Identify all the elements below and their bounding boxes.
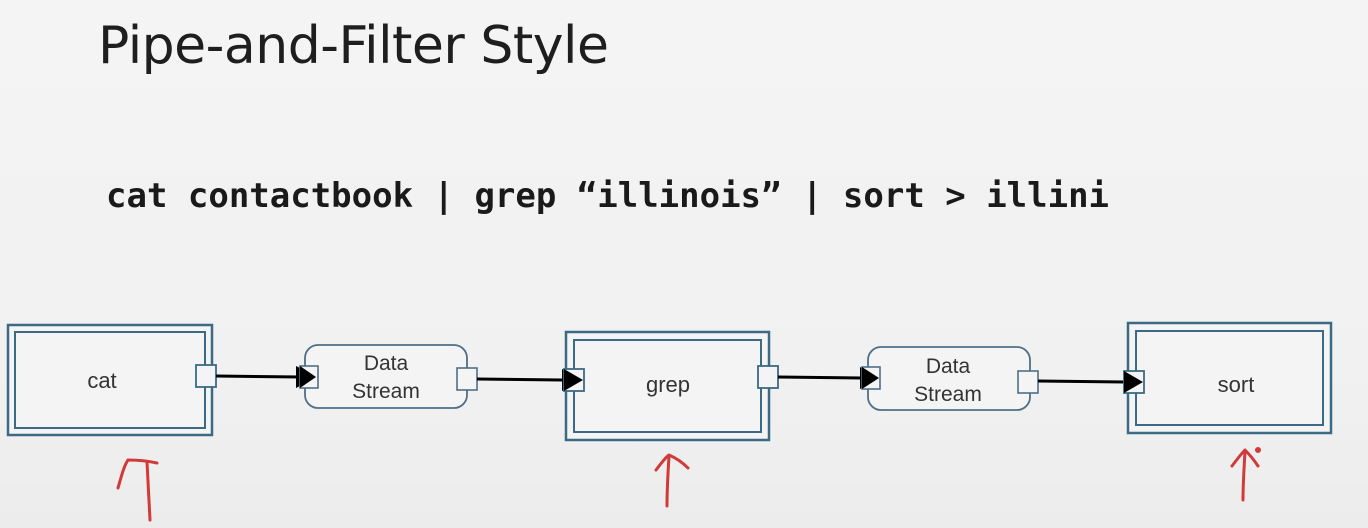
filter-grep: grep [563, 330, 779, 442]
pipe2-output-port [1017, 370, 1039, 394]
grep-output-port [757, 365, 779, 389]
pipe1-label-line1: Data [364, 352, 409, 375]
cat-output-port [195, 364, 217, 388]
pipe2-label-line1: Data [926, 355, 971, 378]
annotation-arrow-grep [654, 453, 690, 508]
pipe2-label-line2: Stream [914, 383, 982, 406]
filter-cat: cat [6, 323, 217, 437]
slide-title: Pipe-and-Filter Style [98, 16, 609, 76]
filter-grep-label: grep [646, 372, 690, 397]
pipe1-output-port [456, 367, 478, 391]
annotation-arrow-sort [1230, 447, 1261, 502]
filter-sort: sort [1123, 321, 1333, 435]
pipe-data-stream-2: Data Stream [861, 346, 1039, 411]
annotation-arrow-cat [116, 458, 159, 522]
shell-command: cat contactbook | grep “illinois” | sort… [106, 176, 1110, 216]
filter-cat-label: cat [87, 368, 116, 393]
filter-sort-label: sort [1218, 372, 1255, 397]
pipe-data-stream-1: Data Stream [299, 344, 478, 409]
pipe1-label-line2: Stream [352, 380, 420, 403]
